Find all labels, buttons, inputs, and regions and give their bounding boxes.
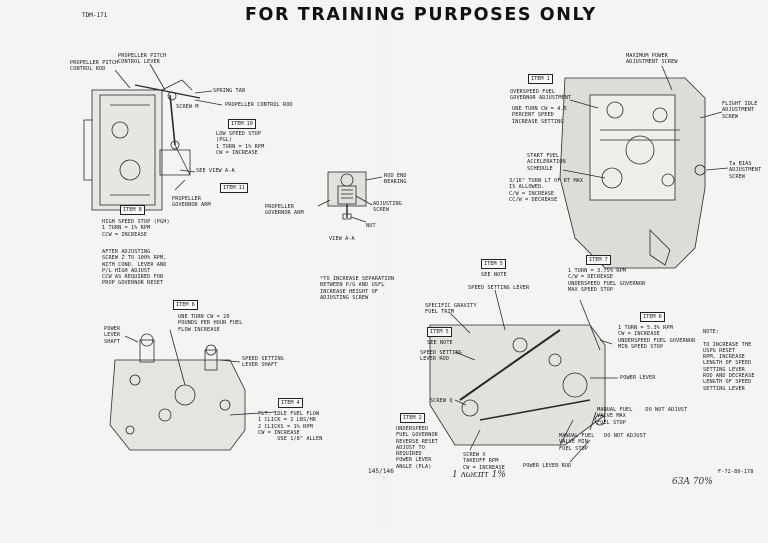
- label-rod-end-bearing: ROD END BEARING: [384, 173, 407, 186]
- label-prop-control-rod: PROPELLER CONTROL ROD: [225, 102, 293, 108]
- label-underspeed-reset: UNDERSPEED FUEL GOVERNOR REVERSE RESET A…: [396, 426, 438, 470]
- label-adjusting-screw: ADJUSTING SCREW: [373, 201, 403, 214]
- item-4-box: ITEM 4: [278, 398, 303, 408]
- figure-id: F-72-80-178: [718, 469, 754, 475]
- label-prop-pitch-rod: PROPELLER PITCH CONTROL ROD: [70, 60, 119, 73]
- label-power-lever-rod: POWER LEVER ROD: [523, 463, 572, 469]
- label-manual-fuel-min: MANUAL FUEL DO NOT ADJUST VALVE MIN FUEL…: [559, 433, 647, 452]
- label-speed-setting-shaft: SPEED SETTING LEVER SHAFT: [242, 356, 284, 369]
- item-5-box: ITEM 5: [481, 259, 506, 269]
- label-see-view-aa: SEE VIEW A-A: [196, 168, 235, 174]
- label-prop-pitch-lever: PROPELLER PITCH CONTROL LEVER: [118, 53, 167, 66]
- label-view-aa-arm: PROPELLER GOVERNOR ARM: [265, 204, 304, 217]
- label-screw-x: SCREW X TAKEOFF RPM CW = INCREASE: [463, 452, 505, 471]
- label-prop-gov-arm: PROPELLER GOVERNOR ARM: [172, 196, 211, 209]
- label-start-fuel: START FUEL ACCELERATION SCHEDULE: [527, 153, 566, 172]
- label-see-note: SEE NOTE: [481, 272, 507, 278]
- label-screw-m: SCREW M: [176, 104, 199, 110]
- label-speed-setting-rod: SPEED SETTING LEVER ROD: [420, 350, 462, 363]
- handwritten-code: 63A 70%: [672, 477, 713, 487]
- label-screw-q: SCREW Q: [430, 398, 453, 404]
- item-6-box: ITEM 6: [173, 300, 198, 310]
- fcu-side-drawing: [429, 289, 618, 463]
- item-8-box: ITEM 8: [120, 205, 145, 215]
- label-flt-idle-fuel: FLT. IDLE FUEL FLOW 1 CLICK = 2 LBS/HR 2…: [258, 411, 323, 443]
- label-spring-tab: SPRING TAB: [213, 88, 246, 94]
- label-manual-fuel-max: MANUAL FUEL DO NOT ADJUST VALVE MAX FUEL…: [597, 407, 688, 426]
- item-10-box: ITEM 10: [228, 119, 256, 129]
- label-specific-gravity: SPECIFIC GRAVITY FUEL TRIM: [425, 303, 477, 316]
- governor-drawing: [559, 65, 729, 269]
- label-power-lever-shaft: POWER LEVER SHAFT: [104, 326, 121, 345]
- label-increase-separation: *TO INCREASE SEPARATION BETWEEN P/G AND …: [320, 276, 395, 301]
- label-overspeed-gov-adj: OVERSPEED FUEL GOVERNOR ADJUSTMENT: [510, 89, 572, 102]
- label-power-lever: POWER LEVER: [620, 375, 656, 381]
- item-6b-box: ITEM 6: [640, 312, 665, 322]
- page-reference: 145/146: [368, 468, 394, 475]
- label-see-note-2: SEE NOTE: [427, 340, 453, 346]
- label-one-turn-37: 1 TURN = 3.75% RPM C/W = DECREASE UNDERS…: [568, 268, 646, 293]
- item-2-box: ITEM 2: [400, 413, 425, 423]
- label-ta-bias-screw: Ta BIAS ADJUSTMENT SCREW: [729, 161, 762, 180]
- label-nut: NUT: [366, 223, 376, 229]
- label-three-sixteenths: 3/16" TURN LT OF RT MAX IS ALLOWED. C/W …: [509, 178, 584, 203]
- fcu-top-drawing: [109, 329, 276, 451]
- page-title: FOR TRAINING PURPOSES ONLY: [245, 5, 597, 25]
- item-5b-box: ITEM 5: [427, 327, 452, 337]
- label-view-aa: VIEW A-A: [329, 236, 355, 242]
- label-speed-setting-lever: SPEED SETTING LEVER: [468, 285, 530, 291]
- label-high-speed-stop: HIGH SPEED STOP (PGH) 1 TURN = 1% RPM CC…: [102, 219, 170, 238]
- label-one-turn-45: ONE TURN CW = 4.5 PERCENT SPEED INCREASE…: [512, 106, 567, 125]
- label-low-speed-stop: LOW SPEED STOP (PGL) 1 TURN = 1% RPM CW …: [216, 131, 265, 156]
- doc-id: TDM-171: [82, 12, 108, 19]
- item-7-box: ITEM 7: [586, 255, 611, 265]
- label-flight-idle-screw: FLIGHT IDLE ADJUSTMENT SCREW: [722, 101, 758, 120]
- item-11-box: ITEM 11: [220, 183, 248, 193]
- label-note: NOTE: TO INCREASE THE USPG RESET RPM, IN…: [703, 329, 755, 392]
- label-one-turn-20: ONE TURN CW = 20 POUNDS PER HOUR FUEL FL…: [178, 314, 243, 333]
- view-aa-drawing: [317, 171, 383, 223]
- handwritten-signature: 1 ʌωεπτ 1%: [452, 470, 506, 480]
- label-after-adjusting: AFTER ADJUSTING SCREW Z TO 100% RPM, WIT…: [102, 249, 167, 287]
- item-1-box: ITEM 1: [528, 74, 553, 84]
- prop-linkage-drawing: [83, 63, 223, 211]
- label-one-turn-53: 1 TURN = 5.3% RPM CW = INCREASE UNDERSPE…: [618, 325, 696, 350]
- label-max-power-screw: MAXIMUM POWER ADJUSTMENT SCREW: [626, 53, 678, 66]
